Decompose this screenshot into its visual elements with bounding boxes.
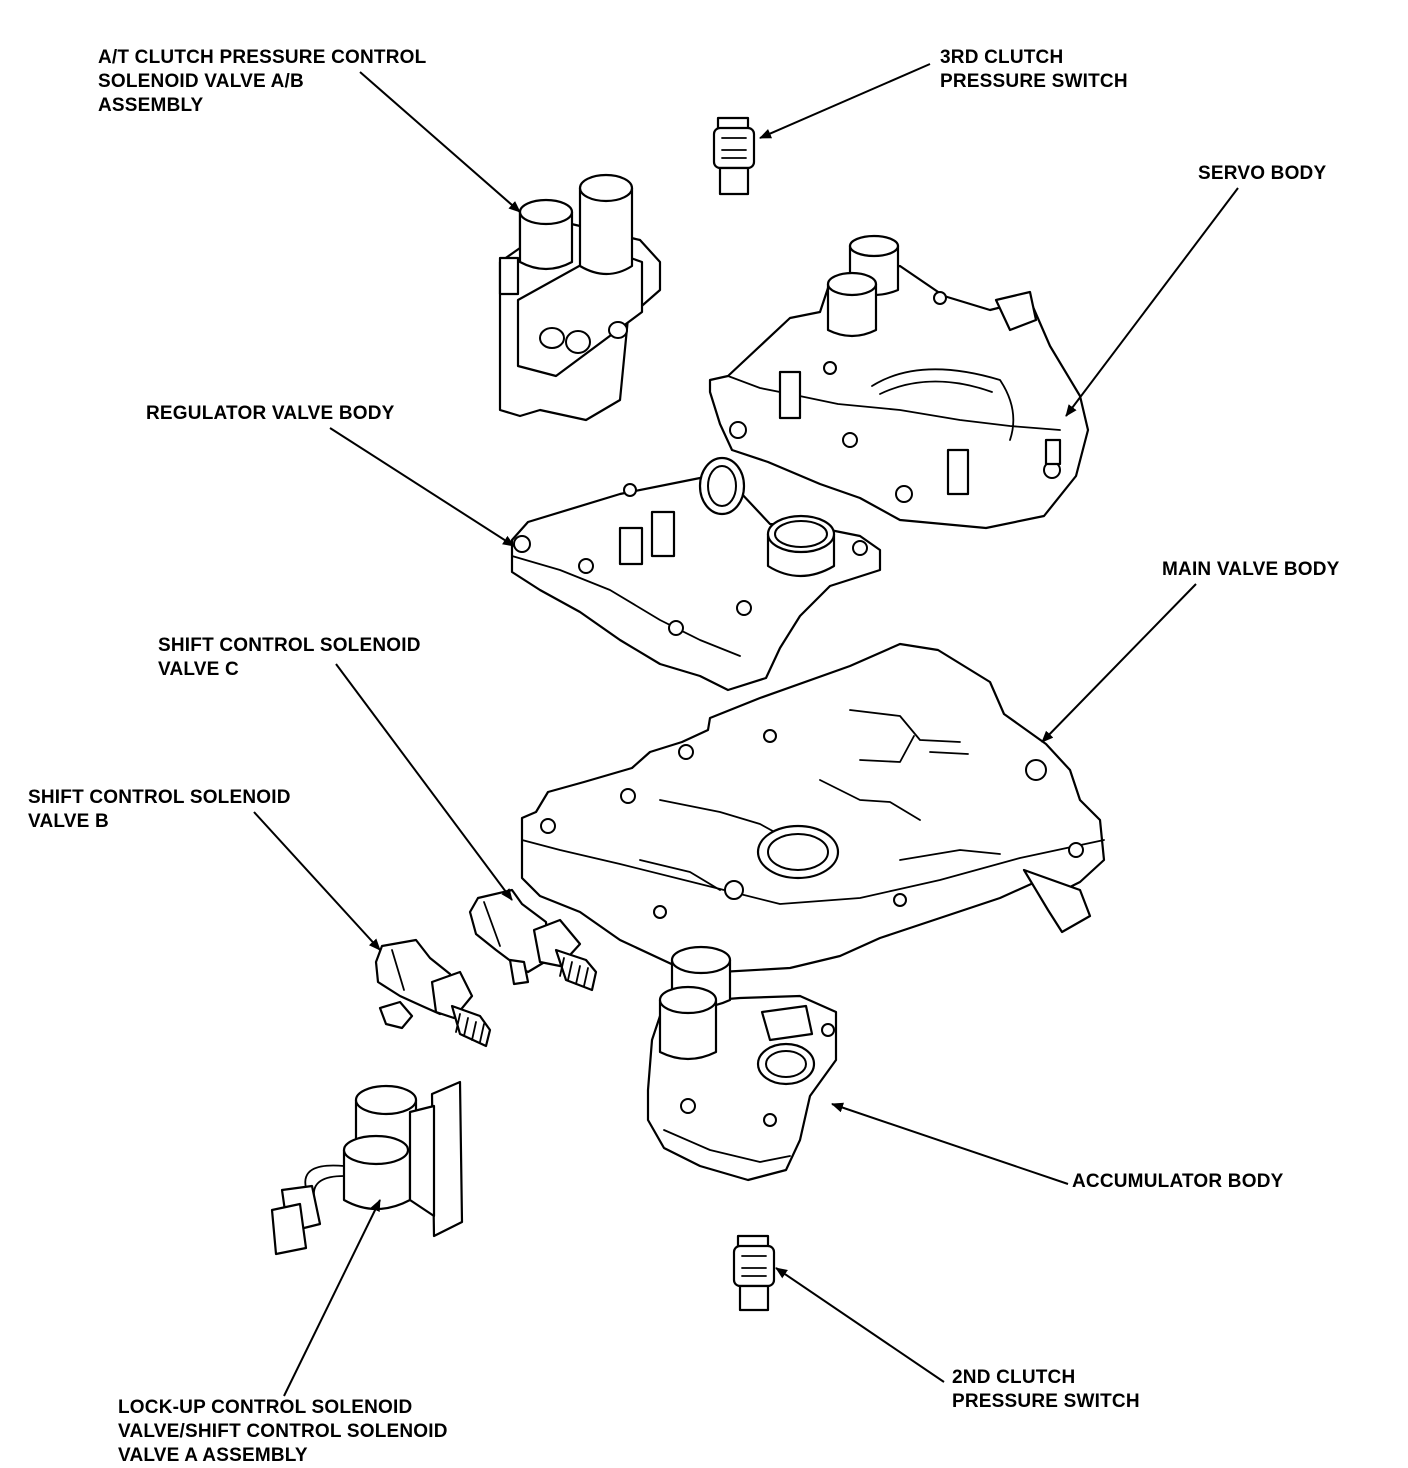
leader-at-solenoid: [359, 71, 521, 213]
regulator-valve-body-part: [510, 456, 882, 692]
servo-body-part: [708, 234, 1090, 530]
label-third-clutch-switch: 3RD CLUTCH PRESSURE SWITCH: [940, 47, 1128, 92]
leader-second-switch: [775, 1267, 945, 1383]
label-at-clutch-solenoid: A/T CLUTCH PRESSURE CONTROL SOLENOID VAL…: [98, 47, 427, 116]
shift-solenoid-c-part: [468, 888, 598, 992]
third-clutch-pressure-switch: [712, 116, 756, 196]
leader-accumulator-body: [831, 1102, 1069, 1185]
label-accumulator-body: ACCUMULATOR BODY: [1072, 1171, 1284, 1192]
leader-shift-b: [253, 811, 381, 951]
shift-solenoid-b-part: [374, 938, 492, 1048]
label-regulator-valve-body: REGULATOR VALVE BODY: [146, 403, 395, 424]
label-shift-control-solenoid-c: SHIFT CONTROL SOLENOID VALVE C: [158, 635, 421, 680]
leader-third-switch: [759, 63, 931, 139]
leader-lockup: [283, 1199, 381, 1397]
label-main-valve-body: MAIN VALVE BODY: [1162, 559, 1340, 580]
second-clutch-pressure-switch: [732, 1234, 776, 1312]
leader-regulator-body: [329, 427, 515, 547]
leader-servo-body: [1065, 187, 1239, 417]
leader-lines: [253, 63, 1239, 1397]
lockup-solenoid-assembly-part: [270, 1080, 464, 1256]
label-second-clutch-switch: 2ND CLUTCH PRESSURE SWITCH: [952, 1367, 1140, 1412]
leader-main-body: [1041, 583, 1197, 743]
at-clutch-solenoid-assembly: [498, 173, 662, 422]
label-shift-control-solenoid-b: SHIFT CONTROL SOLENOID VALVE B: [28, 787, 291, 832]
main-valve-body-part: [520, 642, 1106, 974]
label-servo-body: SERVO BODY: [1198, 163, 1327, 184]
label-lockup-solenoid-assembly: LOCK-UP CONTROL SOLENOID VALVE/SHIFT CON…: [118, 1397, 448, 1466]
leader-shift-c: [335, 663, 513, 901]
accumulator-body-part: [646, 945, 838, 1182]
